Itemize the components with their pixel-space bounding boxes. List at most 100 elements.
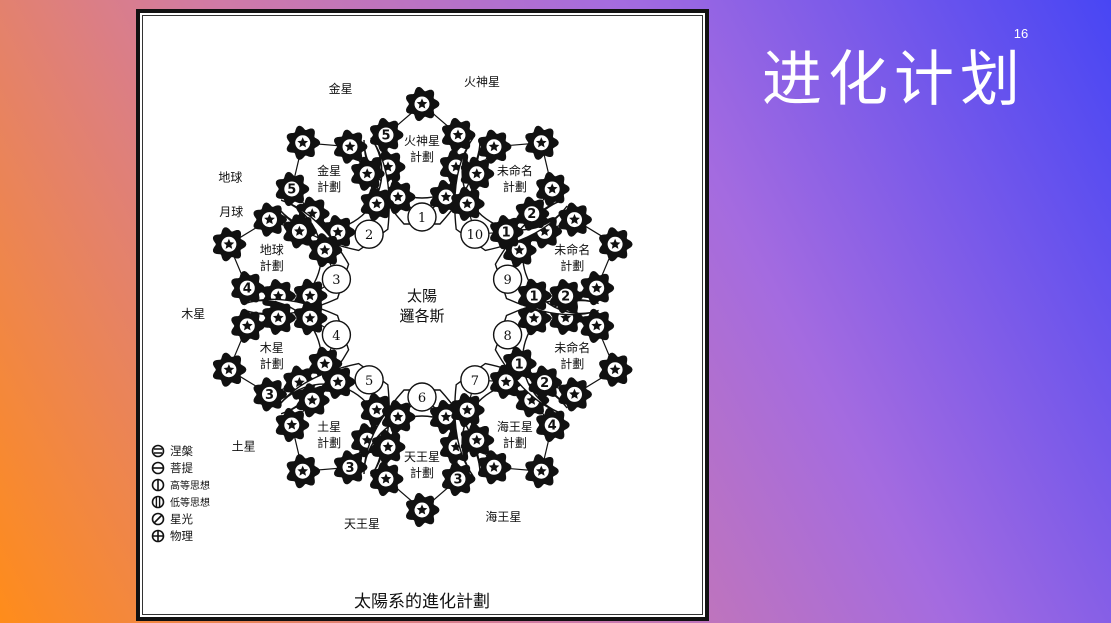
scheme-number: 7: [471, 374, 479, 389]
globe-icon: [214, 353, 246, 386]
planet-label: 海王星: [485, 509, 521, 524]
scheme-title: 土星: [317, 420, 341, 434]
scheme-title: 計劃: [410, 465, 434, 480]
scheme-title: 計劃: [260, 258, 284, 273]
sun-logos-label: 邏各斯: [399, 307, 444, 325]
globe-icon: [600, 353, 632, 386]
scheme-title: 地球: [260, 243, 284, 257]
globe-icon: [214, 228, 246, 261]
globe-icon: [287, 455, 319, 488]
scheme-title: 計劃: [503, 435, 527, 450]
planet-label: 土星: [232, 440, 256, 454]
planet-label: 天王星: [344, 517, 380, 531]
legend-label: 高等思想: [170, 479, 210, 492]
globe-icon: [559, 378, 591, 411]
scheme-title: 計劃: [503, 179, 527, 194]
nirvana-plane-icon: [153, 446, 164, 457]
scheme-number: 8: [503, 329, 511, 344]
globe-icon: [479, 130, 511, 163]
svg-text:5: 5: [381, 129, 390, 144]
scheme-title: 計劃: [317, 435, 341, 450]
svg-text:4: 4: [243, 282, 252, 297]
scheme-number: 2: [365, 228, 373, 243]
higher-mental-plane-icon: [153, 480, 164, 491]
scheme-number: 10: [467, 228, 484, 243]
scheme-title: 天王星: [404, 450, 440, 464]
legend-label: 物理: [170, 529, 193, 543]
scheme-title: 火神星: [404, 134, 440, 148]
scheme-number: 6: [418, 391, 426, 406]
globe-icon: [407, 88, 439, 121]
slide-title: 进化计划: [762, 50, 1026, 110]
planet-label: 金星: [329, 81, 353, 96]
legend-label: 星光: [170, 512, 193, 526]
scheme-number: 5: [365, 374, 373, 389]
scheme-title: 海王星: [497, 419, 533, 434]
svg-text:5: 5: [287, 183, 296, 198]
globe-icon: [254, 203, 286, 236]
globe-icon: [335, 130, 367, 163]
svg-text:3: 3: [265, 388, 274, 403]
globe-icon: [232, 310, 264, 343]
planet-label: 火神星: [464, 75, 500, 89]
globe-icon: 2: [517, 197, 549, 230]
diagram-caption: 太陽系的進化計劃: [354, 592, 490, 612]
moon-label: 月球: [219, 205, 243, 219]
globe-icon: [526, 455, 558, 488]
svg-text:1: 1: [515, 357, 524, 372]
scheme-title: 計劃: [317, 179, 341, 194]
legend-label: 菩提: [170, 461, 193, 475]
globe-icon: 3: [254, 378, 286, 411]
scheme-title: 計劃: [560, 356, 584, 371]
globe-icon: [310, 234, 342, 267]
globe-icon: [479, 451, 511, 484]
globe-icon: [407, 494, 439, 527]
scheme-title: 未命名: [554, 242, 590, 257]
scheme-number: 4: [332, 329, 340, 344]
svg-text:4: 4: [548, 419, 557, 434]
lower-mental-plane-icon: [153, 497, 164, 508]
globe-icon: [559, 203, 591, 236]
astral-plane-icon: [153, 514, 164, 525]
globe-icon: [581, 310, 613, 343]
svg-text:3: 3: [345, 461, 354, 476]
scheme-number: 1: [418, 211, 426, 226]
planet-label: 地球: [218, 171, 242, 185]
legend-label: 涅槃: [170, 444, 193, 458]
globe-icon: [526, 126, 558, 159]
globe-icon: 3: [443, 463, 475, 496]
svg-text:2: 2: [561, 290, 570, 305]
legend-label: 低等思想: [170, 496, 210, 509]
svg-text:3: 3: [453, 473, 462, 488]
globe-icon: [263, 302, 295, 335]
globe-icon: [581, 272, 613, 305]
scheme-title: 計劃: [260, 356, 284, 371]
sun-logos-label: 太陽: [407, 287, 437, 305]
globe-icon: [443, 119, 475, 152]
planet-label: 木星: [181, 307, 205, 321]
scheme-title: 木星: [260, 341, 284, 355]
scheme-number: 3: [332, 273, 340, 288]
svg-text:1: 1: [529, 289, 538, 304]
svg-text:2: 2: [540, 376, 549, 391]
scheme-title: 未命名: [554, 340, 590, 355]
scheme-title: 金星: [317, 163, 341, 178]
slide-number: 16: [1006, 26, 1036, 41]
svg-text:2: 2: [527, 207, 536, 222]
scheme-number: 9: [503, 273, 511, 288]
globe-icon: [600, 228, 632, 261]
scheme-title: 計劃: [560, 258, 584, 273]
evolution-scheme-diagram: 51火神星計劃火神星52金星計劃金星43地球計劃地球月球34木星計劃木星35土星…: [140, 13, 705, 617]
buddhic-plane-icon: [153, 463, 164, 474]
globe-icon: [352, 157, 384, 190]
globe-icon: [287, 126, 319, 159]
scheme-title: 未命名: [497, 163, 533, 178]
svg-text:1: 1: [502, 226, 511, 241]
scheme-title: 計劃: [410, 149, 434, 164]
physical-plane-icon: [153, 531, 164, 542]
